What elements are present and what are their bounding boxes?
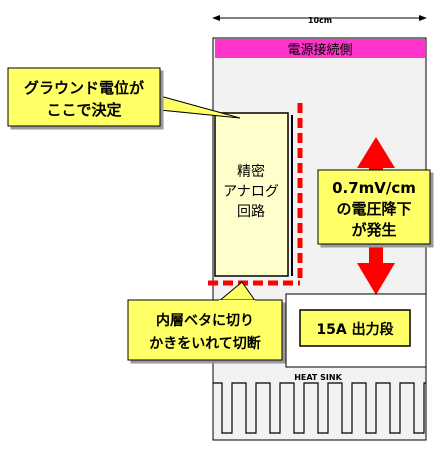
callout-voltage-line-3: が発生 xyxy=(351,221,396,239)
analog-circuit-line-3: 回路 xyxy=(237,204,265,220)
analog-circuit-line-1: 精密 xyxy=(237,163,265,180)
callout-voltage-line-2: の電圧降下 xyxy=(336,200,411,218)
callout-voltage-line-1: 0.7mV/cm xyxy=(332,179,416,197)
output-stage-box xyxy=(299,309,411,347)
analog-circuit-block: 精密 アナログ 回路 xyxy=(214,112,289,277)
heat-sink: HEAT SINK xyxy=(213,373,426,434)
output-stage-label: 15A 出力段 xyxy=(316,321,393,338)
callout-ground-line-2: ここで決定 xyxy=(46,101,121,119)
output-stage-section: 15A 出力段 xyxy=(285,293,427,368)
heat-sink-label: HEAT SINK xyxy=(294,373,342,382)
width-dimension-label: 10cm xyxy=(308,16,332,25)
analog-circuit-line-2: アナログ xyxy=(223,184,279,200)
callout-cut-line-1: 内層ベタに切り xyxy=(156,312,254,329)
callout-cut-line-2: かきをいれて切断 xyxy=(149,335,261,352)
width-dimension: 10cm xyxy=(212,15,427,25)
power-connection-band xyxy=(215,39,425,58)
ground-cut-outline xyxy=(208,103,303,286)
callout-ground-potential: グラウンド電位が ここで決定 xyxy=(7,67,241,127)
callout-ground-line-1: グラウンド電位が xyxy=(24,79,145,97)
callout-inner-layer-cut: 内層ベタに切り かきをいれて切断 xyxy=(127,281,283,361)
power-connection-label: 電源接続側 xyxy=(287,42,352,58)
heat-sink-fins xyxy=(213,382,426,434)
callout-voltage-drop: 0.7mV/cm の電圧降下 が発生 xyxy=(317,169,431,245)
